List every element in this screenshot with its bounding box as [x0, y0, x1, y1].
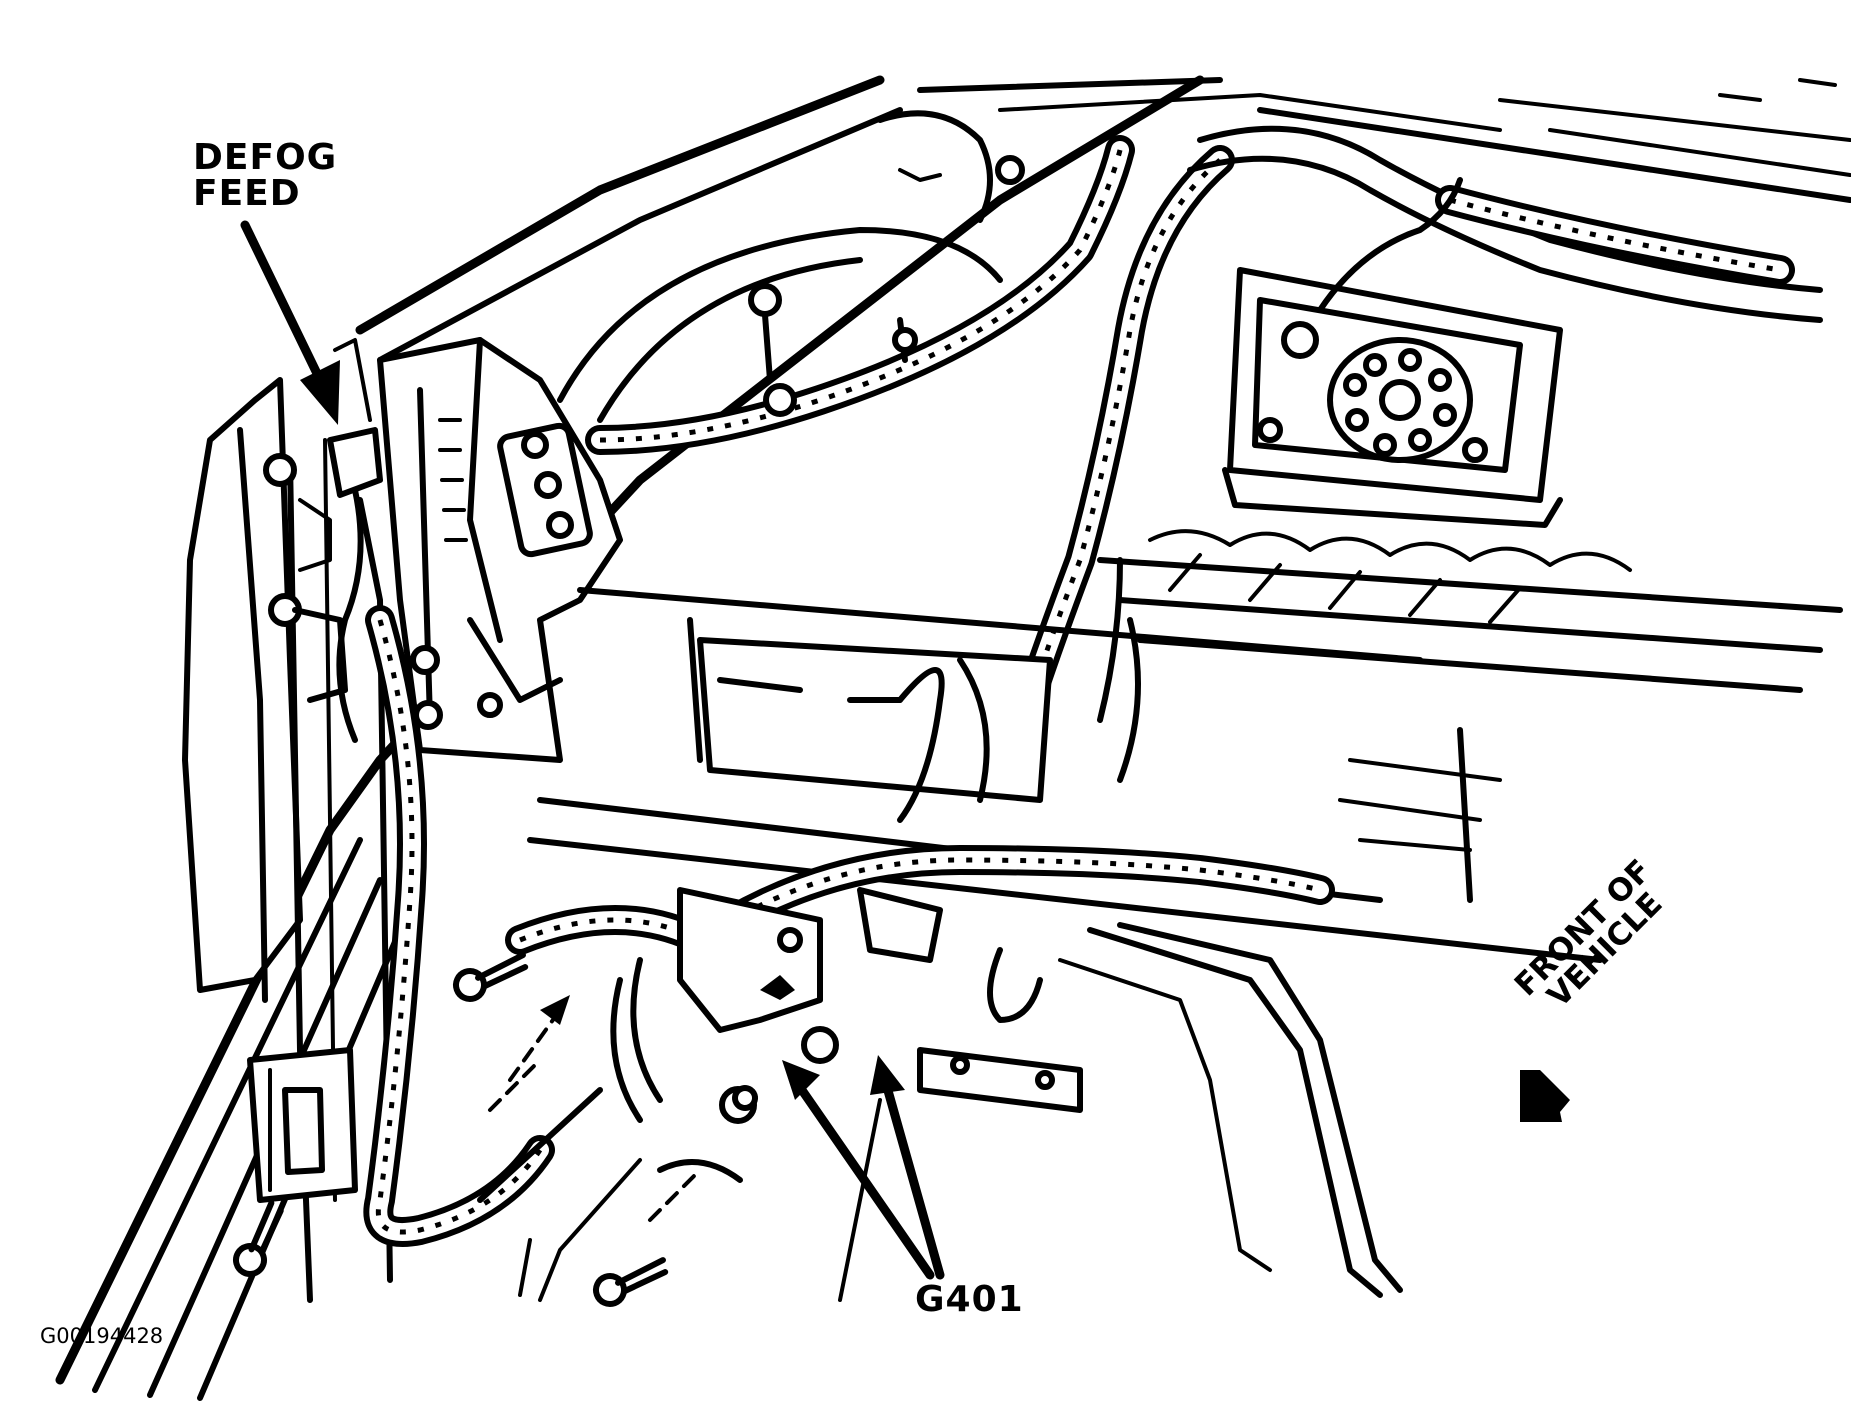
screw-icon [233, 1200, 284, 1277]
fuse-relay-block [377, 337, 623, 763]
defog-feed-arrow [240, 220, 340, 425]
lower-floor [477, 922, 1403, 1302]
ground-stud-2 [801, 1026, 839, 1064]
screw-icon [593, 1257, 669, 1307]
install-arrows [488, 995, 702, 1222]
defog-feed-connector [327, 338, 383, 743]
front-direction-arrow-icon [1520, 1070, 1570, 1122]
lower-left-bracket [247, 1047, 358, 1203]
left-pillar-panel [182, 377, 393, 1303]
floor-ribs [1097, 529, 1843, 693]
upper-bolts [748, 155, 1025, 417]
upper-harness [557, 110, 1135, 455]
g401-arrows [782, 1055, 945, 1280]
screws [233, 952, 758, 1307]
g401-label: G401 [915, 1279, 1024, 1320]
defog-feed-label: DEFOG FEED [193, 137, 338, 214]
speaker-assembly [1222, 177, 1563, 528]
middle-panel [527, 587, 1603, 963]
screw-icon [453, 952, 529, 1002]
figure-id: G00194428 [40, 1324, 164, 1348]
right-harness [1015, 125, 1823, 783]
screw-icon [732, 1085, 758, 1111]
lower-harness [363, 605, 1335, 1247]
ground-bracket [610, 887, 1083, 1124]
